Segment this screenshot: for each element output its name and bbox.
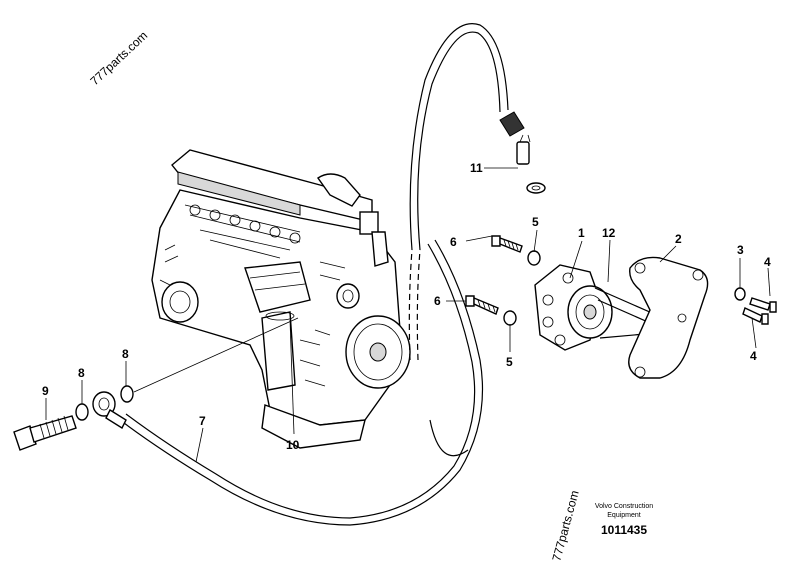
hose-upper xyxy=(408,23,509,457)
callout-1: 1 xyxy=(578,226,585,240)
drawing-number: 1011435 xyxy=(601,523,647,537)
callout-5-upper: 5 xyxy=(532,215,539,229)
hose-7 xyxy=(119,239,484,526)
banjo-bolt-9 xyxy=(13,415,77,451)
callout-8-right: 8 xyxy=(122,347,129,361)
callout-3: 3 xyxy=(737,243,744,257)
watermark-bottom: 777parts.com xyxy=(549,489,581,563)
callouts: 11 6 5 1 12 2 3 4 6 5 4 8 8 9 7 10 xyxy=(42,161,771,452)
bolt-4-upper xyxy=(749,297,777,313)
callout-9: 9 xyxy=(42,384,49,398)
banjo-fitting xyxy=(92,391,127,430)
callout-4-upper: 4 xyxy=(764,255,771,269)
callout-4-lower: 4 xyxy=(750,349,757,363)
callout-5-lower: 5 xyxy=(506,355,513,369)
connector-fitting xyxy=(499,111,546,194)
washer-3 xyxy=(734,287,746,301)
bolt-6-upper xyxy=(491,235,523,253)
watermark-top: 777parts.com xyxy=(87,28,150,88)
bolt-6-lower xyxy=(465,295,499,315)
callout-6-upper: 6 xyxy=(450,235,457,249)
callout-12: 12 xyxy=(602,226,616,240)
washer-5-upper xyxy=(527,250,541,266)
title-block: Volvo Construction Equipment 1011435 xyxy=(595,503,653,537)
callout-11: 11 xyxy=(470,161,483,175)
pump-assembly xyxy=(534,264,613,351)
bolt-4-lower xyxy=(742,307,769,325)
engine-assembly xyxy=(151,149,411,449)
washer-8-left xyxy=(75,403,89,421)
bracket-2 xyxy=(628,256,709,379)
washer-5-lower xyxy=(503,310,517,326)
callout-10: 10 xyxy=(286,438,300,452)
callout-2: 2 xyxy=(675,232,682,246)
callout-7: 7 xyxy=(199,414,206,428)
washer-8-right xyxy=(120,385,134,403)
title-company-2: Equipment xyxy=(607,512,641,519)
title-company: Volvo Construction xyxy=(595,503,653,510)
leader-lines xyxy=(45,167,771,463)
callout-6-lower: 6 xyxy=(434,294,441,308)
callout-8-left: 8 xyxy=(78,366,85,380)
